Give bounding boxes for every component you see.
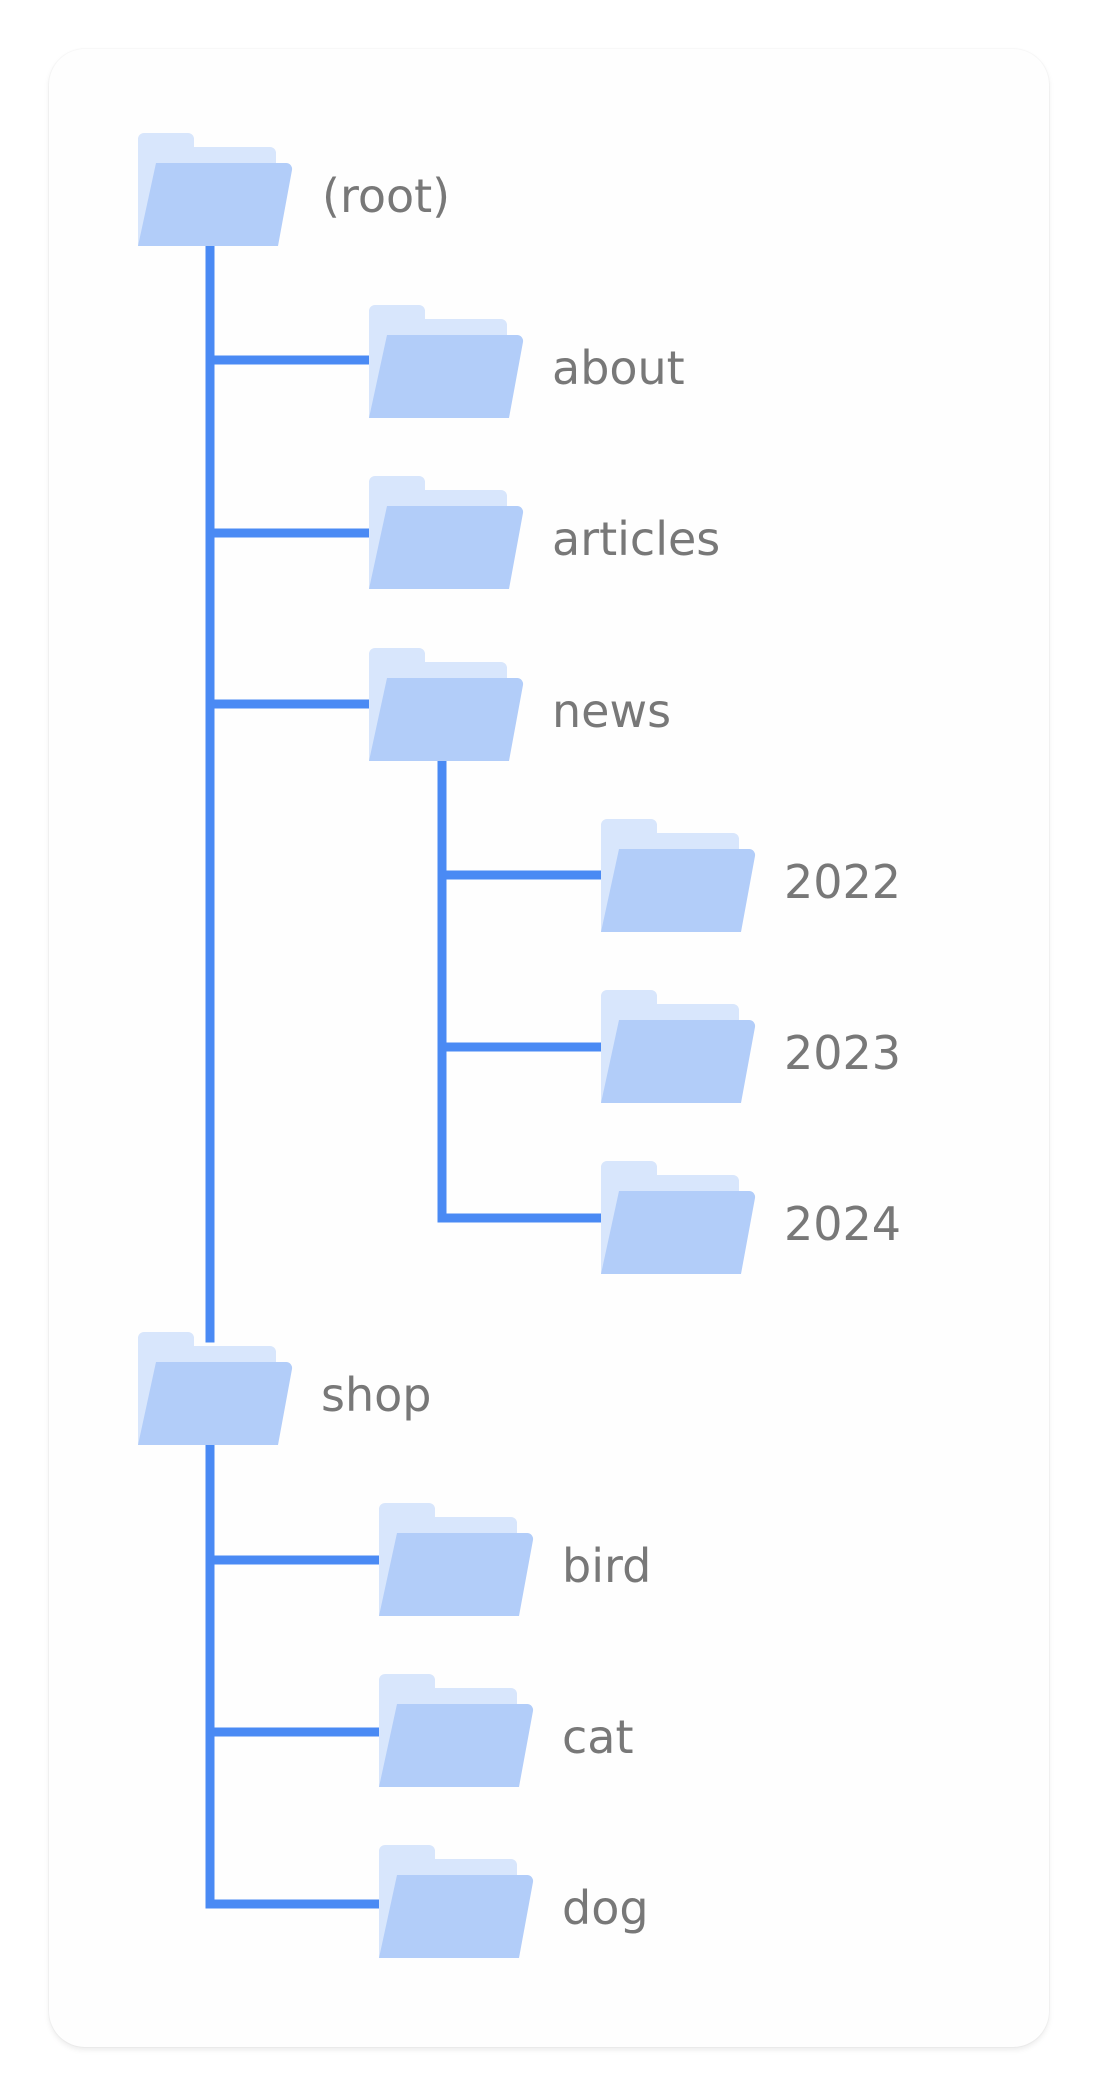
folder-icon-front [369, 677, 524, 761]
folder-label-shop: shop [321, 1368, 431, 1422]
folder-icon-front [369, 334, 524, 418]
folder-icon-front [601, 848, 756, 932]
folder-label-about: about [552, 341, 685, 395]
folder-label-bird: bird [562, 1539, 651, 1593]
folder-node-dog[interactable]: dog [379, 1845, 649, 1958]
folder-node-articles[interactable]: articles [369, 476, 720, 589]
folder-node-root[interactable]: (root) [138, 133, 450, 246]
folder-icon-front [138, 162, 293, 246]
folder-label-dog: dog [562, 1881, 649, 1935]
folder-icon-front [601, 1019, 756, 1103]
folder-label-news: news [552, 684, 671, 738]
folder-node-cat[interactable]: cat [379, 1674, 634, 1787]
folder-node-2023[interactable]: 2023 [601, 990, 901, 1103]
folder-icon-front [379, 1703, 534, 1787]
folder-label-2022: 2022 [784, 855, 901, 909]
folder-label-cat: cat [562, 1710, 634, 1764]
folder-icon-front [379, 1874, 534, 1958]
folder-label-2023: 2023 [784, 1026, 901, 1080]
tree-connectors [205, 241, 609, 1909]
folder-label-articles: articles [552, 512, 720, 566]
folder-label-2024: 2024 [784, 1197, 901, 1251]
connector-shop-trunk [205, 1439, 387, 1909]
folder-label-root: (root) [322, 169, 450, 223]
folder-node-about[interactable]: about [369, 305, 685, 418]
folder-icon-front [369, 505, 524, 589]
folder-node-2024[interactable]: 2024 [601, 1161, 901, 1274]
folder-icon-front [601, 1190, 756, 1274]
folder-node-bird[interactable]: bird [379, 1503, 651, 1616]
folder-icon-front [379, 1532, 534, 1616]
connector-news-trunk [437, 755, 609, 1223]
folder-node-shop[interactable]: shop [138, 1332, 431, 1445]
folder-node-news[interactable]: news [369, 648, 671, 761]
folder-icon-front [138, 1361, 293, 1445]
folder-node-2022[interactable]: 2022 [601, 819, 901, 932]
